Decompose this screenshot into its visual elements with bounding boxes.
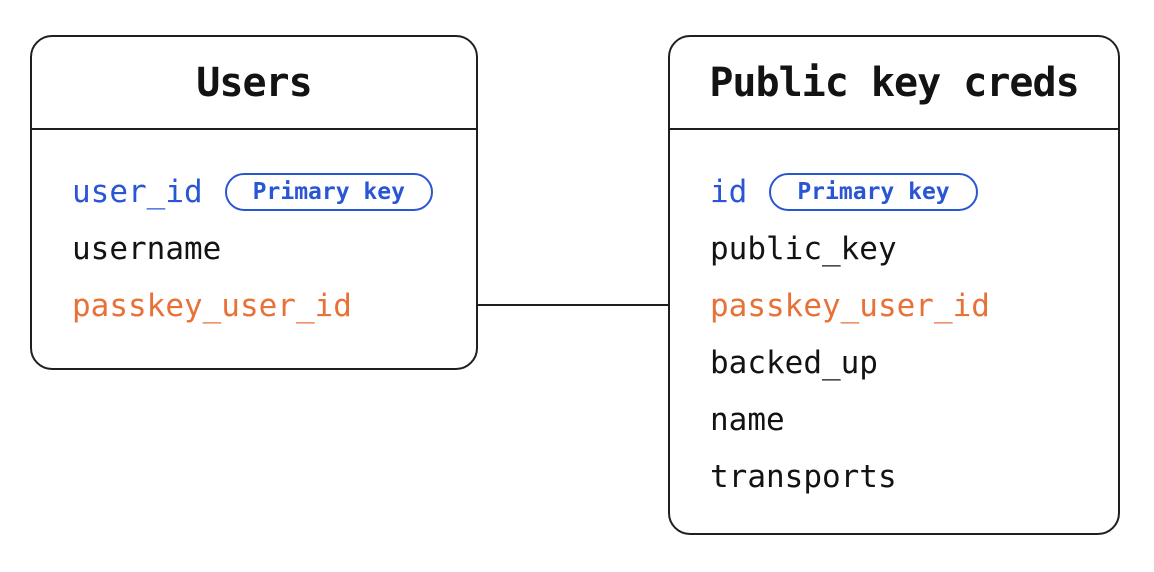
field-name: username xyxy=(72,230,222,267)
primary-key-badge: Primary key xyxy=(224,172,433,211)
field-name: passkey_user_id xyxy=(72,287,352,324)
primary-key-badge: Primary key xyxy=(769,172,978,211)
field-row-backed_up: backed_up xyxy=(710,334,1098,391)
table-users-title: Users xyxy=(196,59,312,106)
field-name: public_key xyxy=(710,230,897,267)
field-row-passkey_user_id: passkey_user_id xyxy=(710,277,1098,334)
field-row-passkey_user_id: passkey_user_id xyxy=(72,277,456,334)
field-name: name xyxy=(710,401,785,438)
relationship-connector-line xyxy=(478,304,668,306)
field-row-transports: transports xyxy=(710,448,1098,505)
field-row-username: username xyxy=(72,220,456,277)
field-name: user_id xyxy=(72,173,203,210)
field-name: transports xyxy=(710,458,897,495)
field-row-public_key: public_key xyxy=(710,220,1098,277)
field-row-name: name xyxy=(710,391,1098,448)
table-users-header: Users xyxy=(32,37,476,130)
table-public-key-creds-header: Public key creds xyxy=(670,37,1118,130)
field-name: backed_up xyxy=(710,344,878,381)
table-public-key-creds-title: Public key creds xyxy=(709,59,1079,106)
field-name: id xyxy=(710,173,748,210)
table-public-key-creds: Public key creds id Primary key public_key… xyxy=(668,35,1120,535)
field-name: passkey_user_id xyxy=(710,287,990,324)
field-row-user_id: user_id Primary key xyxy=(72,163,456,220)
field-row-id: id Primary key xyxy=(710,163,1098,220)
